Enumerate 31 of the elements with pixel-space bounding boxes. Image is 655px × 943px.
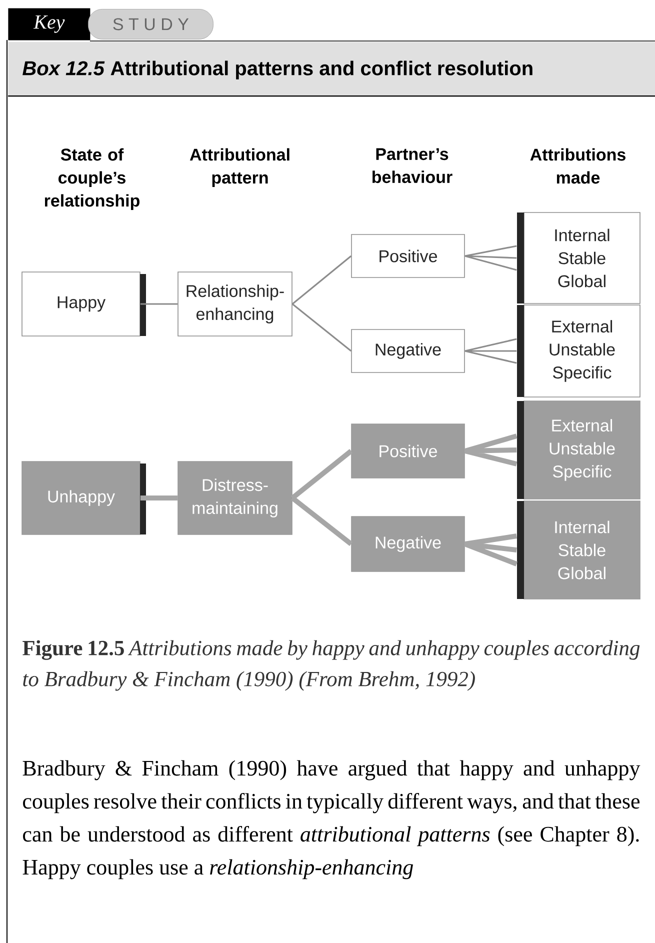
attribution-box: Internal Stable Global [517, 212, 640, 304]
process-box: Positive [351, 424, 465, 478]
connector-line [462, 534, 520, 566]
process-box: Negative [351, 329, 465, 373]
column-heading: Partner’s behaviour [372, 148, 452, 184]
connector-line [290, 449, 353, 500]
process-box: Negative [351, 516, 465, 572]
connector-line [140, 303, 178, 305]
figure-caption: Figure 12.5 Attributions made by happy and unhappy couples according to Bradbury & Fincham (1990) (From Brehm, 1992) [22, 640, 640, 691]
connector-line [462, 434, 520, 466]
process-box: Distress-maintaining [178, 461, 292, 535]
process-box: Relationship-enhancing [178, 272, 292, 336]
attribution-box: External Unstable Specific [517, 400, 640, 500]
connector-line [140, 496, 178, 500]
study-tab: S T U D Y [88, 9, 214, 40]
body-paragraph: Bradbury & Fincham (1990) have argued that happy and unhappy couples resolve their conflicts in typically different ways, and that these can be understood as different attributional patterns (see Chapter 8). Happy couples use a relationship-enhancing [22, 760, 640, 880]
column-heading: Attributions made [530, 148, 626, 184]
process-box: Positive [351, 234, 465, 278]
key-tab: Key [8, 8, 90, 40]
attribution-box: External Unstable Specific [517, 304, 640, 398]
connector-line [464, 338, 518, 364]
process-box: Happy [22, 272, 146, 336]
attribution-box: Internal Stable Global [517, 500, 640, 600]
connector-line [464, 245, 518, 271]
connector-line [292, 303, 352, 352]
box-title: Box 12.5 Attributional patterns and conflict resolution [22, 60, 532, 80]
column-heading: Attributional pattern [190, 148, 290, 188]
connector-line [290, 496, 353, 546]
connector-line [292, 255, 352, 305]
column-heading: State of couple’s relationship [44, 148, 140, 210]
process-box: Unhappy [22, 461, 146, 535]
